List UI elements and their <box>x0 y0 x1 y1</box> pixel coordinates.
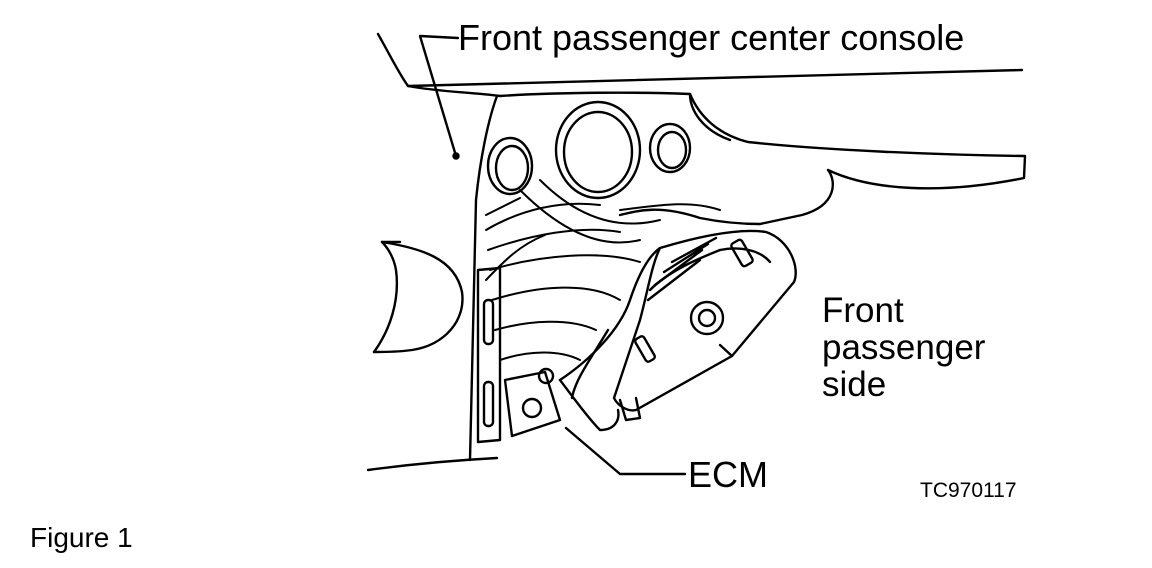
passenger-side-label: Front passenger side <box>822 292 1042 403</box>
duct-openings <box>486 100 692 200</box>
center-console-outline <box>366 32 1024 472</box>
mounting-bracket <box>476 266 562 444</box>
console-label: Front passenger center console <box>458 17 965 58</box>
passenger-side-label-line1: Front <box>822 291 904 330</box>
illustration-code: TC970117 <box>920 479 1017 502</box>
dash-panel-surface <box>468 91 1027 462</box>
surface-contours <box>485 179 721 361</box>
ecm-label: ECM <box>688 454 768 495</box>
ecm-module <box>612 229 797 422</box>
wire-harness <box>558 208 762 432</box>
passenger-side-label-line2: passenger <box>822 328 986 367</box>
leader-lines <box>418 34 687 476</box>
passenger-side-label-line3: side <box>822 365 887 404</box>
figure-caption: Figure 1 <box>30 522 133 553</box>
column-stub <box>372 240 464 354</box>
